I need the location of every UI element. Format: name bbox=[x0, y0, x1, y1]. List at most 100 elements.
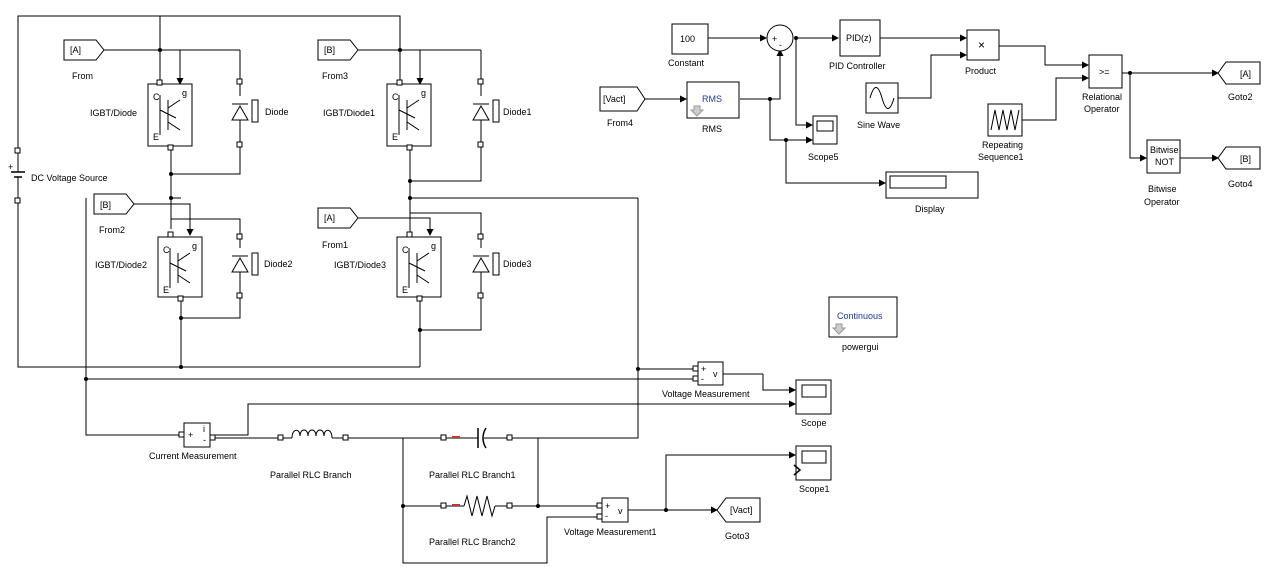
dc-voltage-source[interactable]: + DC Voltage Source bbox=[8, 152, 108, 205]
from2-block[interactable]: [B] From2 bbox=[93, 193, 135, 235]
powergui-block[interactable]: Continuous powergui bbox=[828, 296, 898, 352]
diode2-block[interactable]: Diode2 bbox=[231, 237, 293, 296]
scope1-block[interactable]: Scope1 bbox=[793, 445, 832, 494]
voltage-measurement-label: Voltage Measurement bbox=[662, 389, 750, 399]
rlc1-label: Parallel RLC Branch1 bbox=[429, 470, 516, 480]
goto4-block[interactable]: [B] Goto4 bbox=[1217, 146, 1261, 189]
parallel-rlc-branch[interactable]: Parallel RLC Branch bbox=[270, 429, 352, 480]
constant-value: 100 bbox=[680, 34, 695, 44]
from3-tag: [B] bbox=[324, 45, 335, 55]
goto2-label: Goto2 bbox=[1228, 92, 1253, 102]
scope5-block[interactable]: Scope5 bbox=[808, 115, 839, 162]
bitwise-label-1: Bitwise bbox=[1148, 184, 1177, 194]
junction-dots bbox=[84, 36, 1132, 512]
powergui-text: Continuous bbox=[837, 311, 883, 321]
igbt-diode-label: IGBT/Diode bbox=[90, 108, 137, 118]
rms-block[interactable]: RMS RMS bbox=[686, 81, 740, 134]
sine-wave-label: Sine Wave bbox=[857, 120, 900, 130]
current-measurement-block[interactable]: + - i Current Measurement bbox=[149, 422, 237, 461]
goto2-block[interactable]: [A] Goto2 bbox=[1217, 61, 1261, 102]
goto4-tag: [B] bbox=[1240, 154, 1251, 164]
igbt2-c-pin: C bbox=[163, 245, 170, 255]
constant-block[interactable]: 100 Constant bbox=[668, 23, 709, 68]
scope-label: Scope bbox=[801, 418, 827, 428]
igbt-diode2-block[interactable]: C E g IGBT/Diode2 bbox=[95, 236, 203, 298]
power-wires bbox=[17, 15, 696, 564]
display-label: Display bbox=[915, 204, 945, 214]
relational-label-2: Operator bbox=[1084, 104, 1120, 114]
voltage-measurement-block[interactable]: + - v Voltage Measurement bbox=[662, 361, 750, 399]
vm-plus: + bbox=[701, 364, 706, 374]
constant-label: Constant bbox=[668, 58, 705, 68]
igbt-e-pin: E bbox=[153, 132, 159, 142]
igbt2-g-pin: g bbox=[192, 241, 197, 251]
diode-block[interactable]: Diode bbox=[231, 82, 289, 145]
igbt-c-pin: C bbox=[153, 92, 160, 102]
vm-out: v bbox=[713, 369, 718, 379]
igbt2-e-pin: E bbox=[163, 285, 169, 295]
relational-operator-block[interactable]: >= Relational Operator bbox=[1082, 54, 1123, 114]
goto3-block[interactable]: [Vact] Goto3 bbox=[716, 497, 761, 541]
from1-label: From1 bbox=[322, 240, 348, 250]
pid-controller-block[interactable]: PID(z) PID Controller bbox=[829, 19, 886, 71]
display-block[interactable]: Display bbox=[885, 171, 979, 214]
rlc-label: Parallel RLC Branch bbox=[270, 470, 352, 480]
igbt-diode-block[interactable]: C E g IGBT/Diode bbox=[90, 83, 193, 147]
voltage-measurement1-block[interactable]: + - v Voltage Measurement1 bbox=[564, 497, 657, 537]
diode3-block[interactable]: Diode3 bbox=[472, 237, 532, 296]
parallel-rlc-branch1[interactable]: Parallel RLC Branch1 bbox=[429, 427, 516, 480]
cm-out: i bbox=[203, 424, 205, 434]
igbt3-e-pin: E bbox=[402, 285, 408, 295]
from2-tag: [B] bbox=[100, 200, 111, 210]
rms-label: RMS bbox=[702, 124, 722, 134]
current-measurement-label: Current Measurement bbox=[149, 451, 237, 461]
dc-plus-sign: + bbox=[8, 162, 13, 172]
scope5-label: Scope5 bbox=[808, 152, 839, 162]
from3-block[interactable]: [B] From3 bbox=[317, 39, 359, 81]
diode2-label: Diode2 bbox=[264, 259, 293, 269]
sum-block[interactable]: + - bbox=[766, 24, 794, 52]
pid-controller-label: PID Controller bbox=[829, 61, 886, 71]
from4-label: From4 bbox=[607, 118, 633, 128]
igbt1-g-pin: g bbox=[421, 88, 426, 98]
igbt-diode3-label: IGBT/Diode3 bbox=[334, 260, 386, 270]
diode1-label: Diode1 bbox=[503, 107, 532, 117]
igbt-diode3-block[interactable]: C E g IGBT/Diode3 bbox=[334, 236, 442, 298]
product-label: Product bbox=[965, 66, 997, 76]
repeating-sequence-block[interactable]: Repeating Sequence1 bbox=[978, 103, 1024, 162]
power-ports bbox=[14, 78, 484, 302]
bitwise-line2: NOT bbox=[1155, 157, 1175, 167]
parallel-rlc-branch2[interactable]: Parallel RLC Branch2 bbox=[429, 494, 516, 547]
from3-label: From3 bbox=[322, 71, 348, 81]
rlc2-label: Parallel RLC Branch2 bbox=[429, 537, 516, 547]
cm-plus: + bbox=[188, 430, 193, 440]
sum-plus: + bbox=[772, 34, 777, 44]
igbt3-g-pin: g bbox=[431, 241, 436, 251]
scope-block[interactable]: Scope bbox=[795, 379, 832, 428]
from-label: From bbox=[72, 71, 93, 81]
from4-tag: [Vact] bbox=[603, 94, 625, 104]
cm-minus: - bbox=[203, 435, 206, 445]
product-block[interactable]: × Product bbox=[965, 29, 1000, 76]
igbt-g-pin: g bbox=[182, 88, 187, 98]
bitwise-line1: Bitwise bbox=[1150, 145, 1179, 155]
diode3-label: Diode3 bbox=[503, 259, 532, 269]
igbt1-c-pin: C bbox=[392, 92, 399, 102]
sum-minus: - bbox=[779, 40, 782, 50]
goto3-tag: [Vact] bbox=[730, 505, 752, 515]
igbt-diode1-block[interactable]: C E g IGBT/Diode1 bbox=[323, 83, 432, 147]
from1-block[interactable]: [A] From1 bbox=[317, 207, 359, 250]
goto3-label: Goto3 bbox=[725, 531, 750, 541]
bitwise-not-block[interactable]: Bitwise NOT Bitwise Operator bbox=[1144, 139, 1181, 207]
from-block[interactable]: [A] From bbox=[63, 39, 105, 81]
product-symbol: × bbox=[978, 38, 985, 52]
scope1-label: Scope1 bbox=[799, 484, 830, 494]
powergui-label: powergui bbox=[842, 342, 879, 352]
vm1-plus: + bbox=[605, 501, 610, 511]
diode1-block[interactable]: Diode1 bbox=[472, 82, 532, 145]
from4-block[interactable]: [Vact] From4 bbox=[599, 86, 646, 128]
voltage-measurement1-label: Voltage Measurement1 bbox=[564, 527, 657, 537]
sine-wave-block[interactable]: Sine Wave bbox=[857, 82, 900, 130]
from2-label: From2 bbox=[99, 225, 125, 235]
